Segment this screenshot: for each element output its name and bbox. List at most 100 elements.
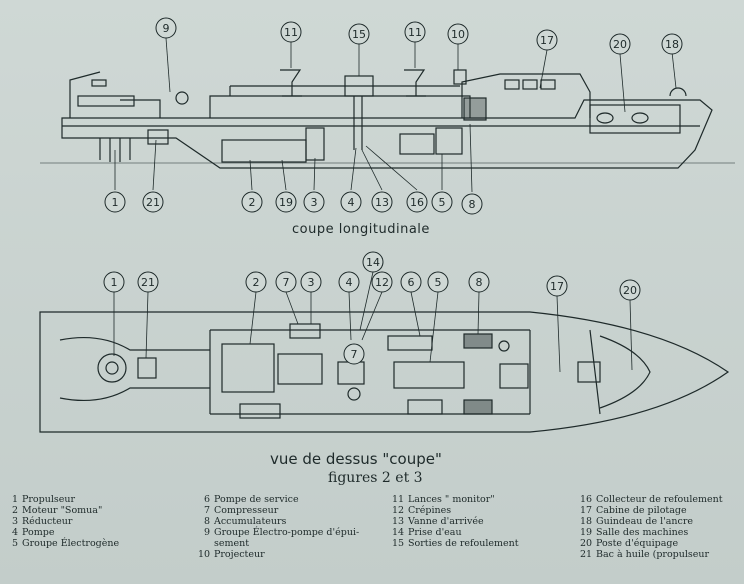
legend-text: Sorties de refoulement — [408, 538, 519, 549]
callout-top-callouts-3: 11 — [404, 21, 426, 43]
callout-number: 5 — [435, 276, 442, 289]
callout-number: 10 — [451, 28, 465, 41]
callout-number: 3 — [311, 196, 318, 209]
legend-number: 2 — [11, 505, 18, 516]
legend-item: 5 Groupe Électrogène — [6, 538, 119, 549]
callout-plan-callouts-8: 6 — [400, 271, 422, 293]
legend-number: 1 — [11, 494, 18, 505]
callout-top-callouts-7: 18 — [661, 33, 683, 55]
legend-text: Lances " monitor" — [408, 494, 495, 505]
legend-number: 12 — [392, 505, 405, 516]
callout-plan-callouts-11: 17 — [546, 275, 568, 297]
callout-number: 20 — [613, 38, 627, 51]
callout-number: 2 — [249, 196, 256, 209]
callout-number: 7 — [351, 348, 358, 361]
callout-number: 4 — [348, 196, 355, 209]
legend-number: 8 — [203, 516, 210, 527]
callout-number: 6 — [408, 276, 415, 289]
side-view-hull — [40, 99, 735, 169]
legend-number: 11 — [392, 494, 405, 505]
callout-number: 1 — [111, 276, 118, 289]
legend-number: 15 — [392, 538, 405, 549]
side-view-leaders — [114, 37, 677, 193]
top-view-caption: vue de dessus "coupe" — [270, 450, 442, 468]
callout-number: 11 — [284, 26, 298, 39]
legend-text: Salle des machines — [596, 527, 689, 538]
legend-item: 6 Pompe de service — [198, 494, 359, 505]
callout-top-callouts-6: 20 — [609, 33, 631, 55]
callout-plan-inner-callout-0: 7 — [343, 343, 365, 365]
legend-number: 21 — [580, 549, 593, 560]
callout-number: 16 — [410, 196, 424, 209]
legend-item: sement — [198, 538, 359, 549]
legend-number: 18 — [580, 516, 593, 527]
callout-plan-callouts-10: 8 — [468, 271, 490, 293]
legend-number: 6 — [203, 494, 210, 505]
legend-number: 20 — [580, 538, 593, 549]
callout-number: 11 — [408, 26, 422, 39]
legend-text: Crépines — [408, 505, 452, 516]
callout-side-callouts-0: 1 — [104, 191, 126, 213]
callout-plan-callouts-9: 5 — [427, 271, 449, 293]
callout-side-callouts-6: 13 — [371, 191, 393, 213]
callout-plan-callouts-5: 4 — [338, 271, 360, 293]
callout-plan-callouts-7: 12 — [371, 271, 393, 293]
callout-plan-callouts-0: 1 — [103, 271, 125, 293]
callout-side-callouts-9: 8 — [461, 193, 483, 215]
callout-number: 2 — [253, 276, 260, 289]
legend-text: Groupe Électrogène — [22, 538, 120, 549]
callout-number: 21 — [146, 196, 160, 209]
legend-number: 3 — [11, 516, 18, 527]
legend-number: 5 — [11, 538, 18, 549]
legend-text: Réducteur — [22, 516, 73, 527]
legend-item: 2 Moteur "Somua" — [6, 505, 119, 516]
callout-number: 17 — [550, 280, 564, 293]
callout-number: 5 — [439, 196, 446, 209]
legend-item: 8 Accumulateurs — [198, 516, 359, 527]
callout-number: 12 — [375, 276, 389, 289]
legend-text: Accumulateurs — [214, 516, 287, 527]
legend-text: Collecteur de refoulement — [596, 494, 723, 505]
plan-view-leaders — [113, 271, 633, 373]
legend-text: Propulseur — [22, 494, 76, 505]
callout-number: 15 — [352, 28, 366, 41]
callout-top-callouts-1: 11 — [280, 21, 302, 43]
callout-side-callouts-1: 21 — [142, 191, 164, 213]
callout-side-callouts-5: 4 — [340, 191, 362, 213]
callout-plan-callouts-2: 2 — [245, 271, 267, 293]
callout-side-callouts-2: 2 — [241, 191, 263, 213]
legend-text: Prise d'eau — [408, 527, 462, 538]
callout-side-callouts-3: 19 — [275, 191, 297, 213]
callout-number: 14 — [366, 256, 380, 269]
plan-view-hull — [39, 311, 730, 433]
callout-plan-callouts-6: 14 — [362, 251, 384, 273]
callout-plan-callouts-4: 3 — [300, 271, 322, 293]
callout-number: 20 — [623, 284, 637, 297]
callout-plan-callouts-12: 20 — [619, 279, 641, 301]
callout-plan-callouts-3: 7 — [275, 271, 297, 293]
callout-top-callouts-0: 9 — [155, 17, 177, 39]
side-view-machinery — [99, 69, 687, 163]
legend-text: Pompe de service — [214, 494, 299, 505]
legend-text: Moteur "Somua" — [22, 505, 103, 516]
legend-number: 19 — [580, 527, 593, 538]
